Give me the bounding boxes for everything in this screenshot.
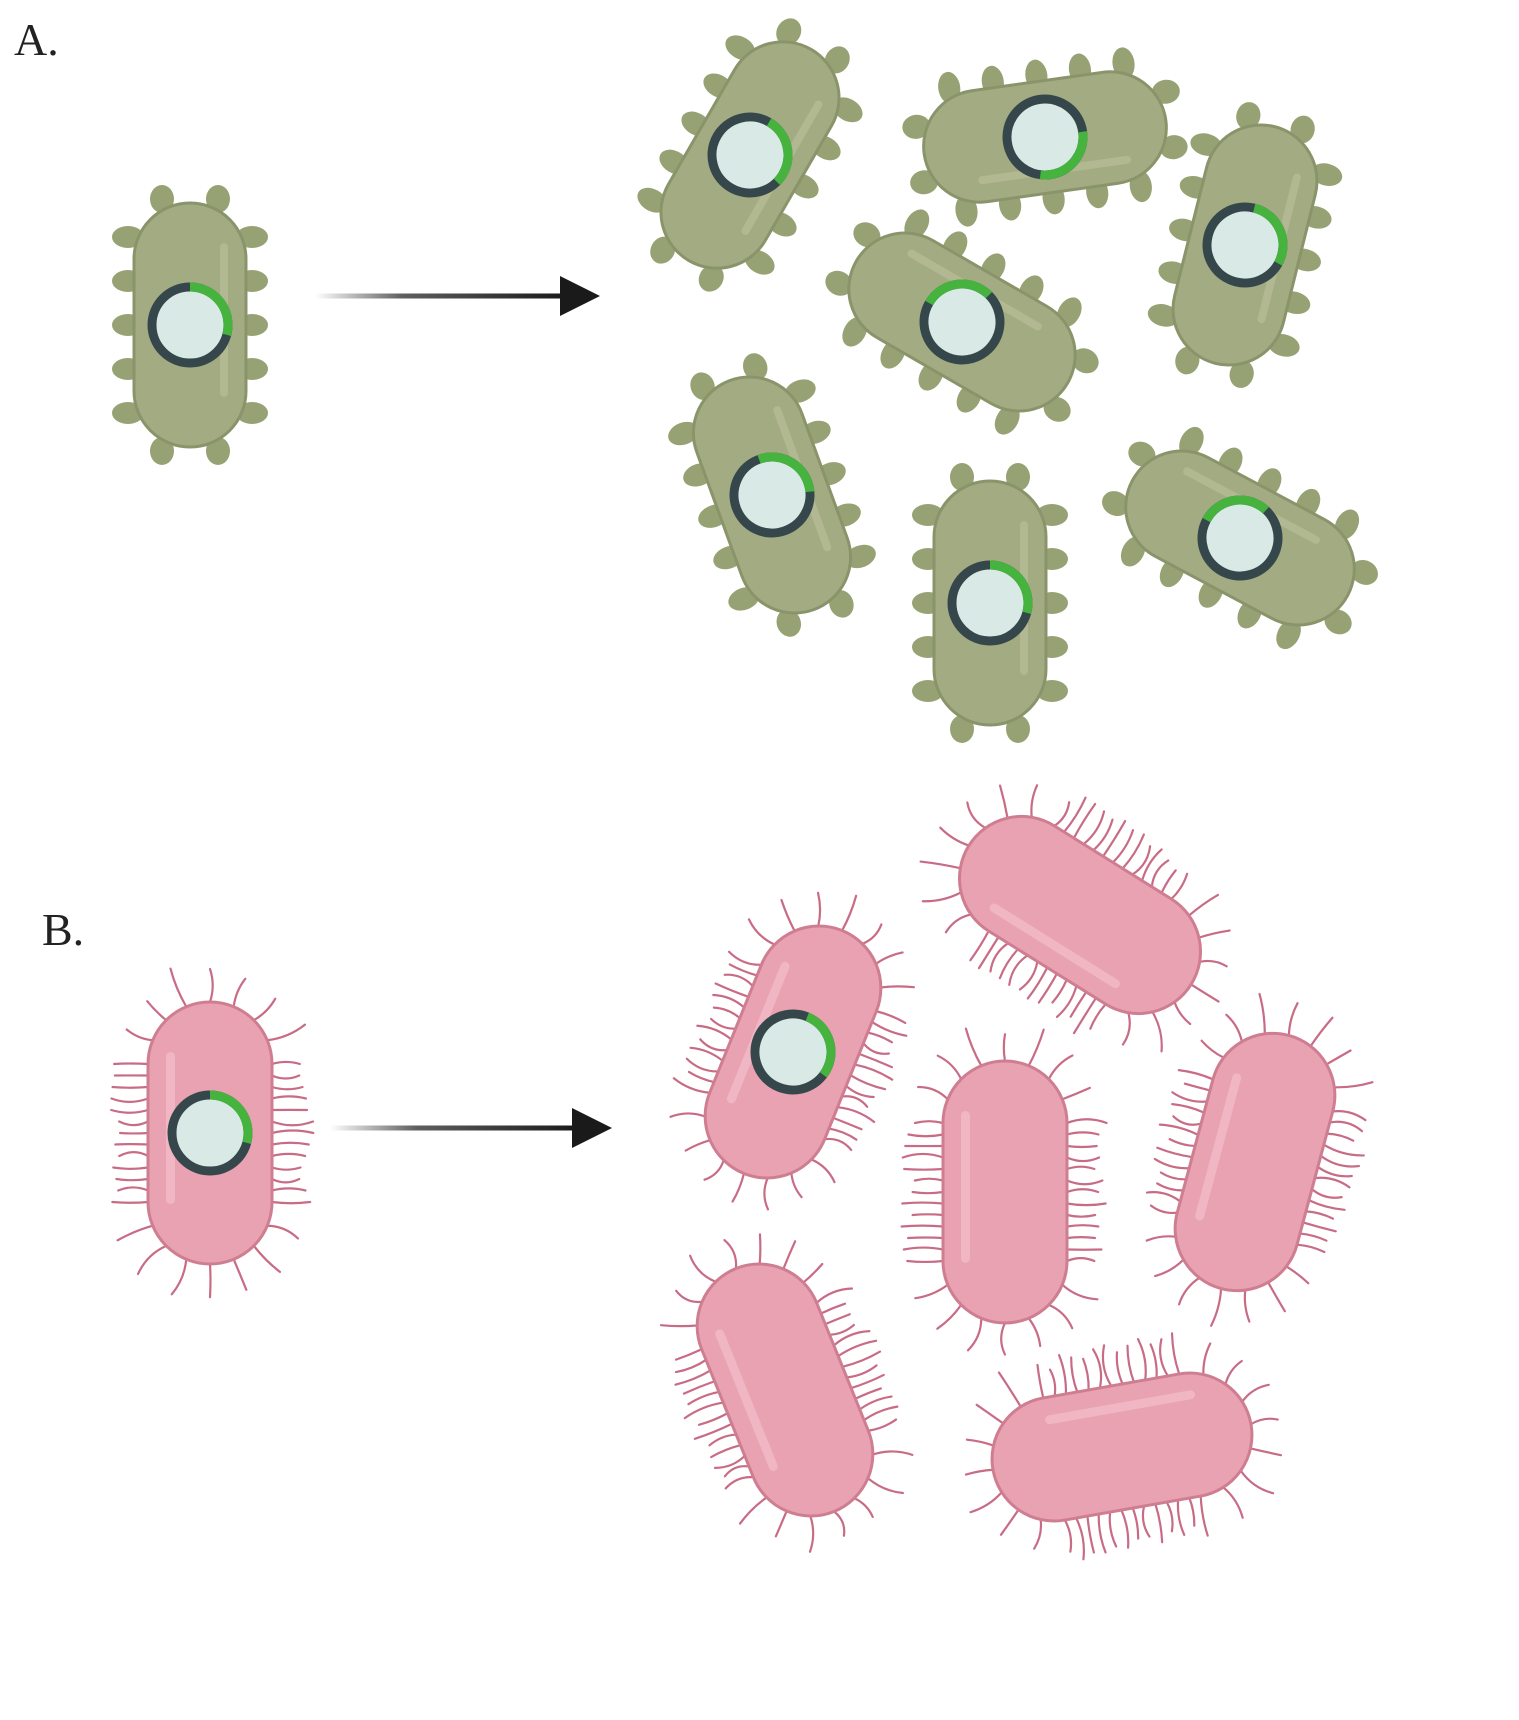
daughter-cell-green (637, 18, 863, 292)
panel-b-label: B. (42, 904, 84, 955)
parent-cell-pink (110, 967, 315, 1299)
daughter-cell-green (1147, 102, 1343, 388)
plasmid-icon (750, 1009, 836, 1095)
arrow-right-icon (330, 1108, 612, 1148)
plasmid-icon (707, 112, 793, 198)
daughter-cell-green (668, 353, 876, 637)
daughter-cell-green (825, 209, 1099, 435)
panel-a (112, 18, 1378, 743)
plasmid-icon (1197, 495, 1283, 581)
panel-b (110, 784, 1374, 1561)
plasmid-icon (729, 452, 815, 538)
arrow-right-icon (315, 276, 600, 316)
plasmid-icon (1002, 94, 1088, 180)
daughter-cell-green (912, 463, 1068, 743)
plasmid-icon (947, 560, 1033, 646)
plasmid-icon (147, 282, 233, 368)
plasmid-icon (167, 1090, 253, 1176)
panel-a-label: A. (14, 14, 59, 65)
daughter-cell-pink (669, 891, 915, 1211)
daughter-cell-green (902, 47, 1188, 227)
daughter-cell-pink (659, 1233, 914, 1553)
daughter-cell-pink (919, 784, 1231, 1053)
daughter-cell-pink (964, 1332, 1283, 1561)
daughter-cell-pink (900, 1027, 1108, 1356)
plasmid-icon (919, 279, 1005, 365)
daughter-cell-green (1102, 426, 1378, 650)
parent-cell-green (112, 185, 268, 465)
daughter-cell-pink (1145, 992, 1374, 1327)
plasmid-icon (1202, 202, 1288, 288)
